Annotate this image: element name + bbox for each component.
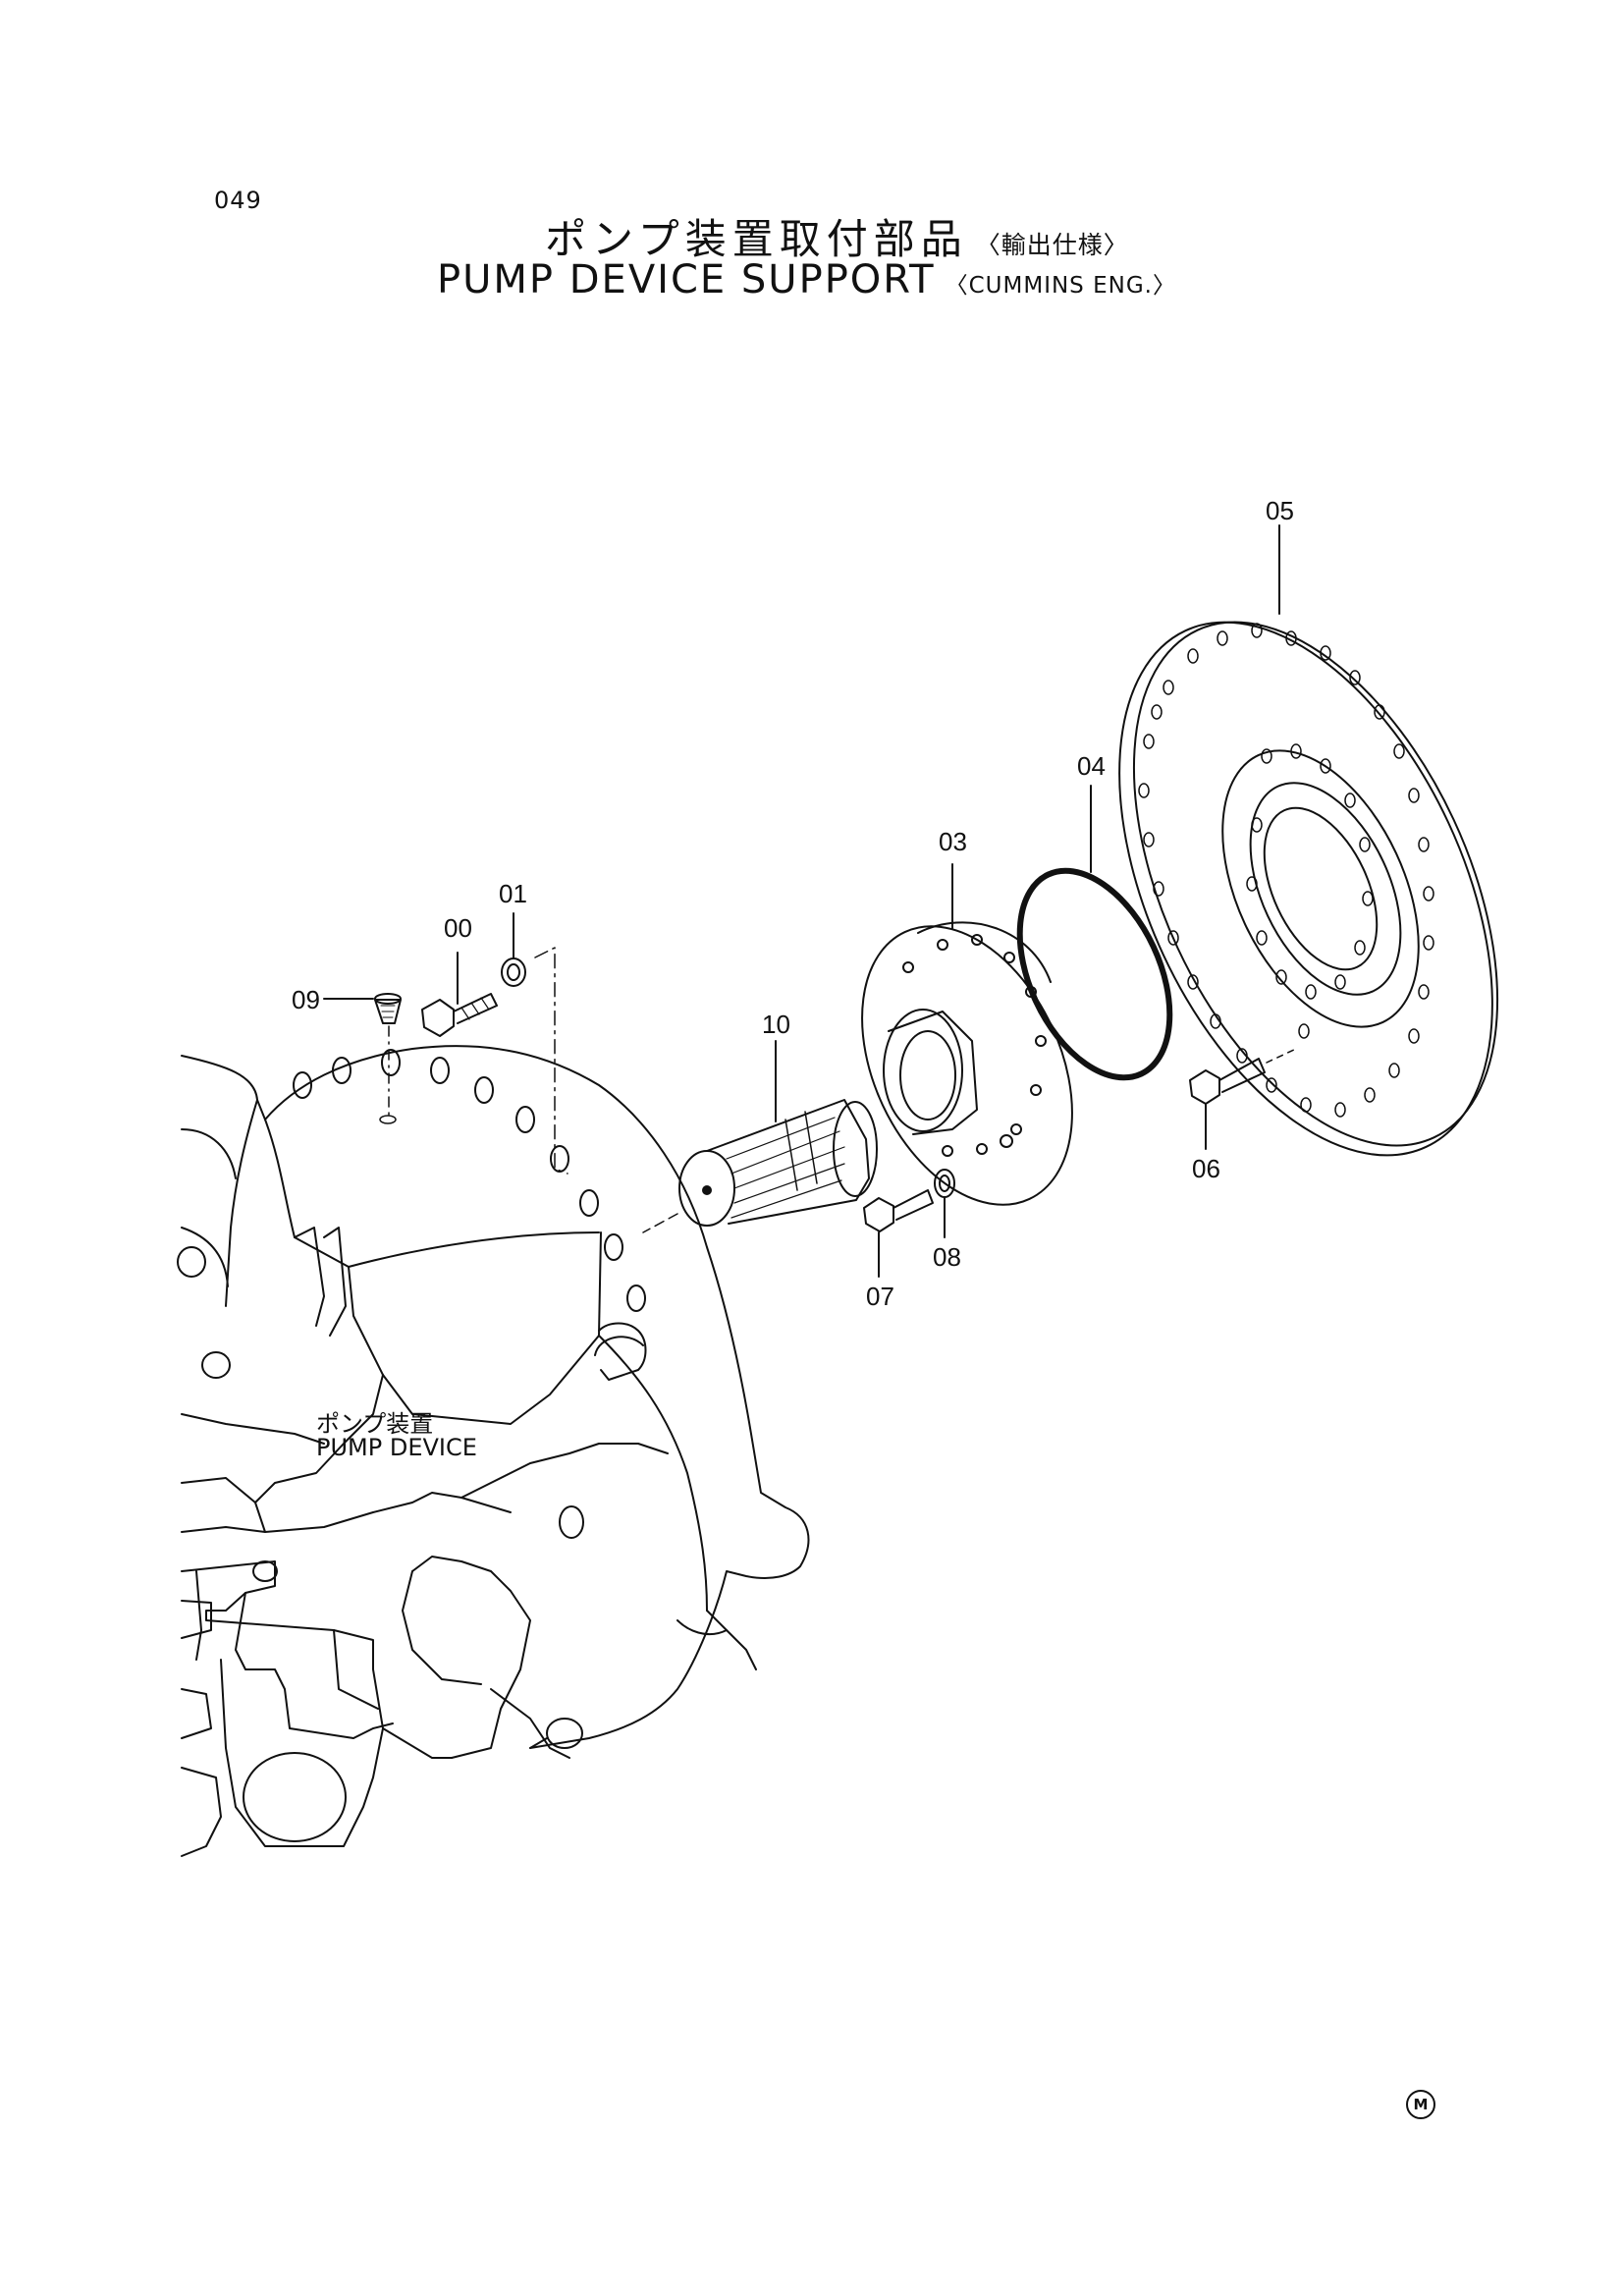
part-09-plug <box>323 993 402 1116</box>
callout-00: 00 <box>444 913 472 943</box>
assembly-label-japanese: ポンプ装置 <box>316 1410 434 1438</box>
part-04-o-ring <box>1016 785 1173 1081</box>
callout-06: 06 <box>1192 1154 1220 1183</box>
title-japanese-text: ポンプ装置取付部品 <box>545 215 968 263</box>
callout-03: 03 <box>939 827 967 856</box>
title-japanese-note: 〈輸出仕様〉 <box>975 231 1129 259</box>
title-japanese: ポンプ装置取付部品〈輸出仕様〉 <box>545 206 1129 266</box>
title-english: PUMP DEVICE SUPPORT 〈CUMMINS ENG.〉 <box>437 257 1176 302</box>
part-06-bolt <box>1189 1048 1297 1150</box>
part-07-bolt <box>863 1189 934 1278</box>
page-number: 049 <box>214 187 262 214</box>
callout-09: 09 <box>292 985 320 1014</box>
callout-07: 07 <box>866 1282 894 1311</box>
assembly-label-english: PUMP DEVICE <box>316 1434 477 1461</box>
pump-device-housing <box>177 1045 810 1857</box>
footer-circled-mark: M <box>1406 2090 1435 2119</box>
title-english-note: 〈CUMMINS ENG.〉 <box>945 273 1176 299</box>
callout-10: 10 <box>762 1010 790 1039</box>
part-01-washer <box>501 912 568 1175</box>
part-00-bolt <box>421 952 498 1037</box>
part-10-spline-shaft <box>642 1040 878 1233</box>
part-05-flywheel-plate <box>1118 524 1499 1157</box>
callout-05: 05 <box>1266 496 1294 525</box>
part-08-washer <box>934 1169 955 1238</box>
callout-04: 04 <box>1077 751 1106 781</box>
callout-01: 01 <box>499 879 527 908</box>
title-english-text: PUMP DEVICE SUPPORT <box>437 257 936 302</box>
callout-08: 08 <box>933 1242 961 1272</box>
